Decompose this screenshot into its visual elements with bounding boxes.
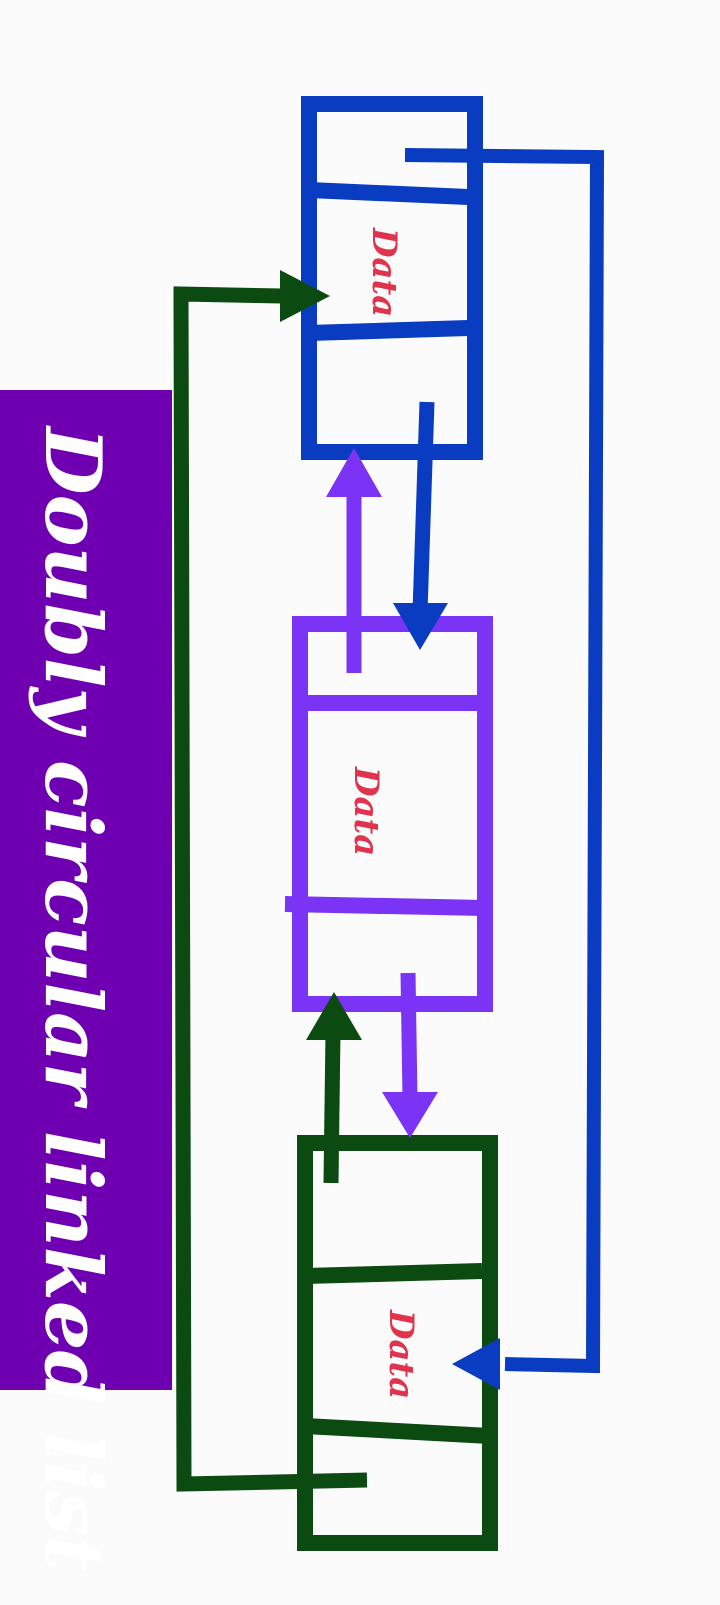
node3-to-node1-circular-shaft	[173, 286, 368, 1492]
node1-to-node3-circular-arrow	[404, 148, 605, 1390]
node2-to-node1-arrowhead	[326, 448, 382, 497]
node3-to-node1-circular-arrow	[173, 270, 368, 1492]
title-band: Doubly circular linked list	[0, 390, 172, 1571]
node-1: Data	[301, 96, 483, 460]
node1-to-node2-shaft	[412, 401, 435, 613]
node-2-data-label: Data	[346, 766, 386, 856]
node3-to-node2-arrowhead	[306, 992, 362, 1040]
node1-to-node3-circular-arrowhead	[452, 1338, 500, 1390]
node-1-divider-top	[308, 182, 469, 205]
node-2: Data	[284, 616, 493, 1012]
node3-to-node1-circular-arrowhead	[280, 270, 330, 322]
node2-to-node3-arrow	[382, 972, 438, 1138]
node-2-box	[292, 616, 493, 1012]
node-3-box	[297, 1135, 498, 1551]
node-1-box	[301, 96, 483, 460]
node1-to-node3-circular-shaft	[404, 148, 605, 1374]
node-3: Data	[297, 1135, 498, 1551]
node-3-divider-bottom	[304, 1418, 491, 1444]
node-1-data-label: Data	[364, 227, 404, 317]
node-3-data-label: Data	[381, 1309, 421, 1399]
title-text: Doubly circular linked list	[27, 425, 118, 1571]
node2-to-node3-arrowhead	[382, 1092, 438, 1138]
node-2-divider-bottom	[284, 896, 486, 916]
node2-to-node1-arrow	[326, 448, 382, 673]
node1-to-node2-arrow	[393, 401, 448, 650]
node-1-divider-bottom	[308, 320, 469, 341]
node1-to-node2-arrowhead	[393, 603, 448, 650]
node2-to-node3-shaft	[400, 972, 418, 1099]
node3-to-node2-arrow	[306, 992, 362, 1184]
node3-to-node2-shaft	[323, 1031, 341, 1184]
title-band-background	[0, 390, 172, 1390]
node-3-divider-top	[304, 1263, 483, 1284]
